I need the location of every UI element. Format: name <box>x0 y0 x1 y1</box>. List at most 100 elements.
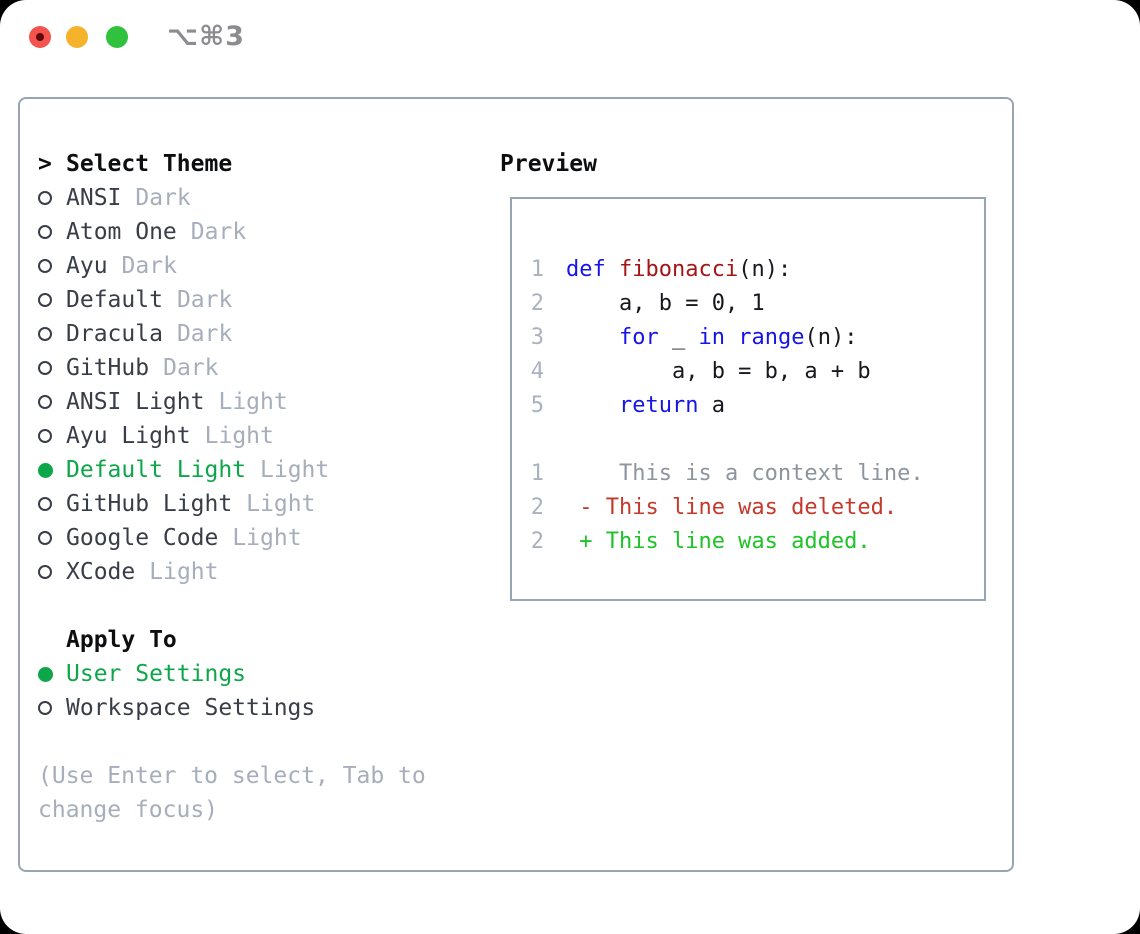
code-token: a, b = 0, 1 <box>566 291 765 316</box>
theme-name: GitHub Light <box>66 491 233 517</box>
radio-icon <box>38 191 52 205</box>
radio-cell <box>38 565 66 579</box>
code-text: def fibonacci(n): <box>566 253 791 287</box>
diff-line-add: 2 + This line was added. <box>530 525 984 559</box>
code-token: a <box>698 393 725 418</box>
zoom-button[interactable] <box>106 26 128 48</box>
code-line: 4 a, b = b, a + b <box>530 355 984 389</box>
diff-line-del: 2 - This line was deleted. <box>530 491 984 525</box>
close-button[interactable] <box>29 26 51 48</box>
radio-icon <box>38 259 52 273</box>
code-line: 3 for _ in range(n): <box>530 321 984 355</box>
prompt-icon: > <box>38 151 52 177</box>
help-text: (Use Enter to select, Tab to change focu… <box>38 763 426 823</box>
radio-cell <box>38 531 66 545</box>
line-number: 3 <box>530 325 544 350</box>
theme-variant: Dark <box>135 185 191 211</box>
radio-icon <box>38 429 52 443</box>
code-token <box>606 257 619 282</box>
theme-variant: Dark <box>190 219 247 245</box>
theme-option-atom-one[interactable]: Atom One Dark <box>38 215 500 249</box>
code-token: (n): <box>804 325 858 350</box>
radio-icon <box>38 361 52 375</box>
code-token: in <box>698 325 725 350</box>
code-line: 5 return a <box>530 389 984 423</box>
radio-icon <box>38 225 52 239</box>
line-number: 2 <box>530 495 544 520</box>
theme-variant: Light <box>149 559 219 585</box>
diff-line-ctx: 1 This is a context line. <box>530 457 984 491</box>
select-theme-title: Select Theme <box>66 151 233 177</box>
unsaved-changes-icon <box>36 33 44 41</box>
radio-icon <box>38 497 52 511</box>
theme-name: Atom One <box>66 219 177 245</box>
theme-name: Google Code <box>66 525 219 551</box>
theme-variant: Dark <box>163 355 219 381</box>
radio-selected-icon <box>38 666 53 682</box>
radio-icon <box>38 327 52 341</box>
diff-text: + This line was added. <box>566 529 871 554</box>
line-number: 1 <box>530 461 544 486</box>
theme-variant: Dark <box>176 321 233 347</box>
spacer <box>38 589 500 623</box>
code-token <box>566 393 619 418</box>
theme-option-github-light[interactable]: GitHub Light Light <box>38 487 500 521</box>
line-number: 1 <box>530 257 544 282</box>
minimize-button[interactable] <box>66 26 88 48</box>
radio-cell <box>38 191 66 205</box>
code-text: a, b = 0, 1 <box>566 287 765 321</box>
apply-option-user-settings[interactable]: User Settings <box>38 657 500 691</box>
theme-name: Dracula <box>66 321 163 347</box>
theme-variant: Light <box>246 491 316 517</box>
code-token <box>725 325 738 350</box>
radio-cell <box>38 361 66 375</box>
apply-option-workspace-settings[interactable]: Workspace Settings <box>38 691 500 725</box>
theme-option-dracula[interactable]: Dracula Dark <box>38 317 500 351</box>
radio-cell <box>38 293 66 307</box>
code-token: for <box>618 325 659 350</box>
line-number: 2 <box>530 529 544 554</box>
radio-cell <box>38 429 66 443</box>
radio-icon <box>38 701 52 715</box>
theme-option-ansi-light[interactable]: ANSI Light Light <box>38 385 500 419</box>
apply-to-header: Apply To <box>38 623 500 657</box>
theme-name: Default <box>66 287 163 313</box>
radio-selected-icon <box>38 462 53 478</box>
radio-icon <box>38 531 52 545</box>
theme-variant: Light <box>218 389 288 415</box>
radio-icon <box>38 293 52 307</box>
code-token: range <box>738 325 805 350</box>
radio-cell <box>38 259 66 273</box>
window-title: ⌥⌘3 <box>167 21 245 52</box>
theme-name: ANSI Light <box>66 389 205 415</box>
code-line: 2 a, b = 0, 1 <box>530 287 984 321</box>
apply-option-label: Workspace Settings <box>66 695 316 721</box>
select-theme-header: > Select Theme <box>38 147 500 181</box>
theme-name: Default Light <box>66 457 247 483</box>
radio-cell <box>38 225 66 239</box>
diff-block: 1 This is a context line.2 - This line w… <box>530 457 984 559</box>
line-number: 5 <box>530 393 544 418</box>
code-token: _ <box>658 325 699 350</box>
code-token <box>566 325 619 350</box>
code-token: return <box>618 393 699 418</box>
radio-icon <box>38 395 52 409</box>
spacer <box>38 725 500 759</box>
code-text: for _ in range(n): <box>566 321 857 355</box>
